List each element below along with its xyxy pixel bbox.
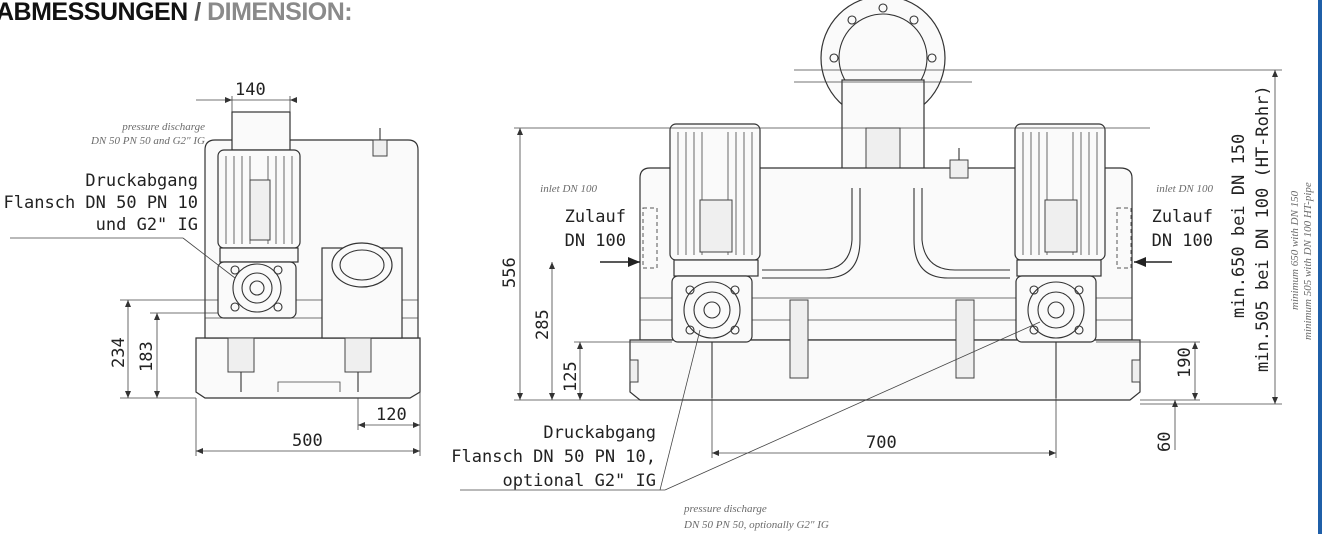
dim-125: 125 xyxy=(561,361,581,392)
dim-556: 556 xyxy=(500,257,520,288)
dim-120: 120 xyxy=(376,405,407,425)
left-side-view: 140 234 183 120 xyxy=(4,80,421,456)
dim-234: 234 xyxy=(109,337,129,368)
vertical-note-1: minimum 650 with DN 150 xyxy=(1289,190,1301,310)
left-motor-terminal xyxy=(249,179,271,241)
left-foot-2 xyxy=(344,337,372,373)
vertical-label-2: min.505 bei DN 100 (HT-Rohr) xyxy=(1253,85,1273,372)
title-english: DIMENSION: xyxy=(207,0,353,26)
left-note-line-2: DN 50 PN 50 and G2" IG xyxy=(90,135,205,147)
inlet-right-label-2: DN 100 xyxy=(1152,231,1213,251)
left-vent-bolt xyxy=(372,139,388,157)
title-separator: / xyxy=(194,0,201,26)
page-title: ABMESSUNGEN / DIMENSION: xyxy=(0,0,353,27)
title-german: ABMESSUNGEN xyxy=(0,0,188,26)
inlet-left-label-2: DN 100 xyxy=(565,231,626,251)
dim-700: 700 xyxy=(866,433,897,453)
discharge-note-2: DN 50 PN 50, optionally G2" IG xyxy=(683,519,829,531)
left-label-line-2: Flansch DN 50 PN 10 xyxy=(4,193,198,213)
right-tank-base xyxy=(629,339,1141,401)
left-note-line-1: pressure discharge xyxy=(121,121,205,133)
left-base-recess xyxy=(277,381,341,392)
discharge-label-2: Flansch DN 50 PN 10, xyxy=(451,447,656,467)
right-tank-body xyxy=(639,167,1133,341)
discharge-label-3: optional G2" IG xyxy=(502,471,656,491)
dim-500: 500 xyxy=(292,431,323,451)
inlet-right-label-1: Zulauf xyxy=(1152,207,1213,227)
discharge-note-1: pressure discharge xyxy=(683,503,767,515)
page-edge-bar xyxy=(1318,0,1322,534)
vertical-label-1: min.650 bei DN 150 xyxy=(1229,134,1249,318)
inlet-left-note: inlet DN 100 xyxy=(540,183,597,195)
dim-190: 190 xyxy=(1175,347,1195,378)
dim-60: 60 xyxy=(1155,432,1175,452)
left-discharge-flange xyxy=(217,261,297,319)
left-label-line-1: Druckabgang xyxy=(85,171,198,191)
inlet-left-label-1: Zulauf xyxy=(565,207,626,227)
vertical-note-2: minimum 505 with DN 100 HT-pipe xyxy=(1302,182,1314,340)
left-top-pipe xyxy=(231,111,291,151)
right-front-view: 556 285 125 190 xyxy=(451,0,1314,531)
dim-140: 140 xyxy=(235,80,266,100)
dim-285: 285 xyxy=(533,309,553,340)
left-foot-1 xyxy=(227,337,255,373)
left-label-line-3: und G2" IG xyxy=(96,215,198,235)
left-motor-collar xyxy=(219,247,299,263)
dim-183: 183 xyxy=(137,341,157,372)
discharge-label-1: Druckabgang xyxy=(543,423,656,443)
inlet-right-note: inlet DN 100 xyxy=(1156,183,1213,195)
